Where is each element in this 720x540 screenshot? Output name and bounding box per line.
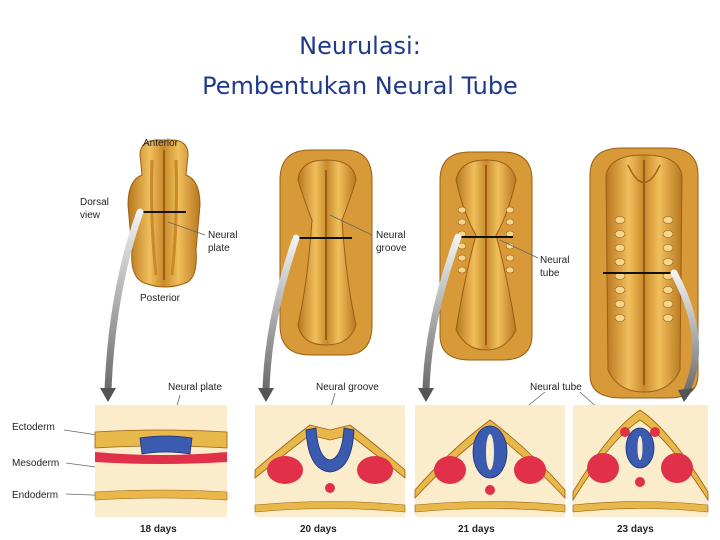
- label-neural-tube-line-2: tube: [540, 268, 560, 279]
- label-endoderm: Endoderm: [12, 490, 58, 501]
- day-label-stage-1: 18 days: [140, 524, 177, 535]
- label-dorsal-view-line-1: Dorsal: [80, 197, 109, 208]
- page-title-line-1: Neurulasi:: [299, 32, 421, 60]
- label-neural-tube-line-1: Neural: [540, 255, 569, 266]
- day-label-stage-2: 20 days: [300, 524, 337, 535]
- label-section-neural-groove: Neural groove: [316, 382, 379, 393]
- embryo-20-days: [279, 149, 373, 356]
- label-posterior: Posterior: [140, 293, 181, 304]
- day-label-stage-3: 21 days: [458, 524, 495, 535]
- label-mesoderm: Mesoderm: [12, 458, 59, 469]
- section-18-days: [94, 405, 228, 517]
- label-anterior: Anterior: [143, 138, 179, 149]
- embryo-21-days: [439, 151, 533, 361]
- section-23-days: [572, 405, 709, 517]
- section-21-days: [414, 405, 566, 517]
- embryo-18-days: [127, 139, 201, 288]
- label-ectoderm: Ectoderm: [12, 422, 55, 433]
- day-label-stage-4: 23 days: [617, 524, 654, 535]
- label-section-neural-tube: Neural tube: [530, 382, 582, 393]
- page-title-line-2: Pembentukan Neural Tube: [202, 72, 518, 100]
- section-20-days: [254, 405, 406, 517]
- label-section-neural-plate: Neural plate: [168, 382, 222, 393]
- label-neural-plate-line-2: plate: [208, 243, 230, 254]
- embryo-23-days: [589, 147, 699, 399]
- section-arrows: [100, 208, 700, 402]
- label-neural-groove-line-2: groove: [376, 243, 407, 254]
- label-neural-plate-line-1: Neural: [208, 230, 237, 241]
- label-dorsal-view-line-2: view: [80, 210, 101, 221]
- label-neural-groove-line-1: Neural: [376, 230, 405, 241]
